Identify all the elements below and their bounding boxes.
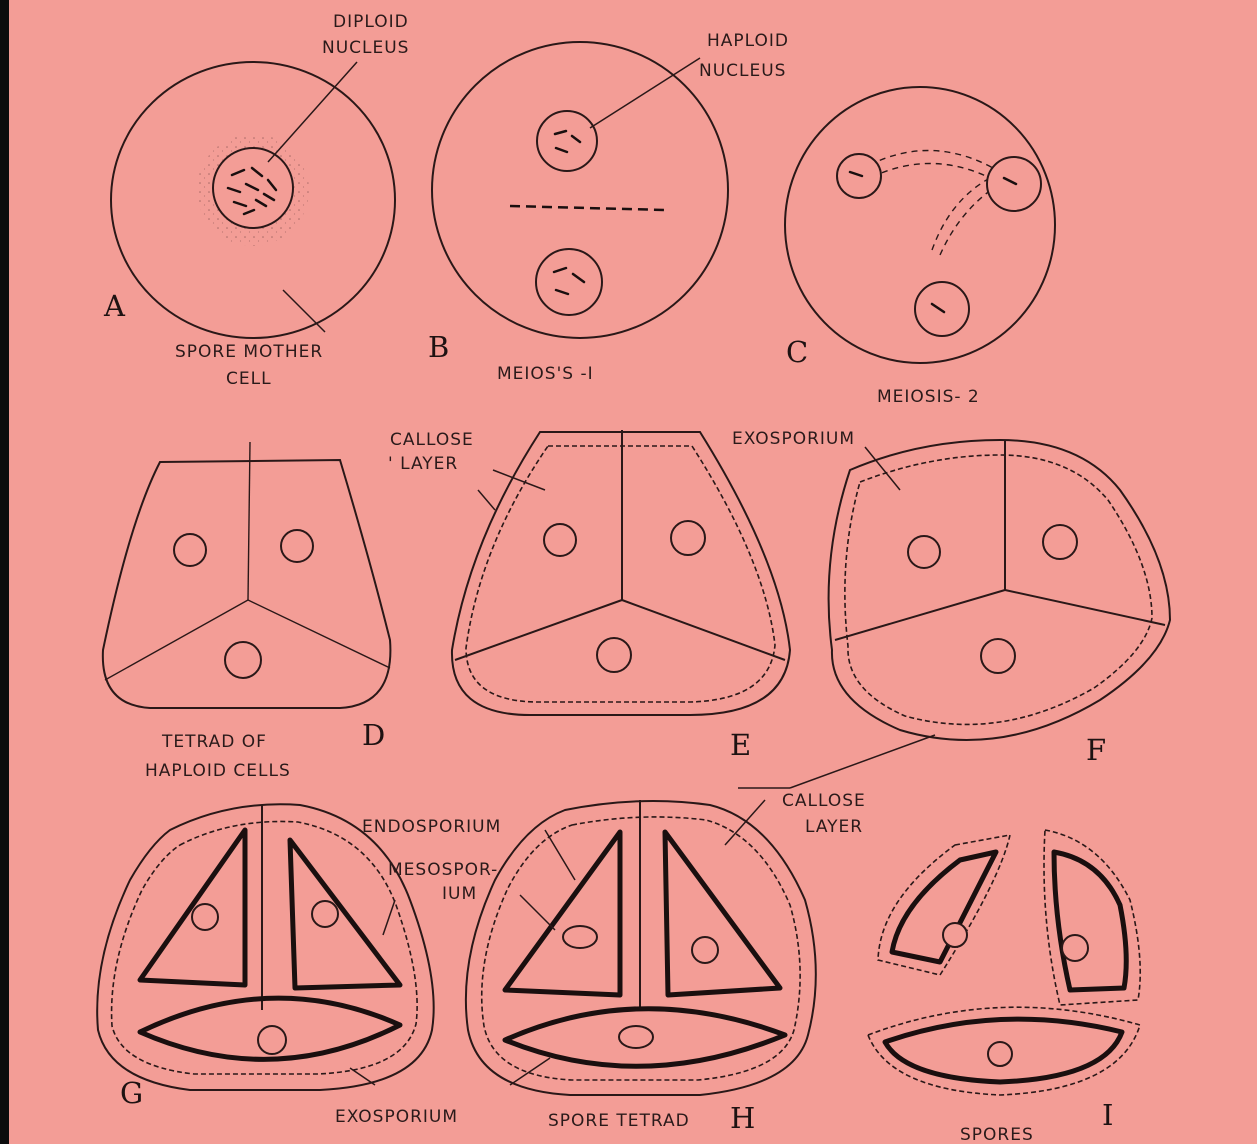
label-diploid: DIPLOID bbox=[333, 12, 409, 32]
cell-b-meiosis-1 bbox=[432, 42, 728, 338]
haploid-nucleus-upper bbox=[537, 111, 597, 171]
panel-letter-f: F bbox=[1086, 733, 1106, 767]
panel-letter-i: I bbox=[1102, 1098, 1113, 1132]
label-exosporium-g: EXOSPORIUM bbox=[335, 1107, 458, 1127]
panel-letter-g: G bbox=[120, 1076, 143, 1110]
label-callose: CALLOSE bbox=[390, 430, 474, 450]
panel-letter-b: B bbox=[428, 330, 449, 364]
cell-c-meiosis-2 bbox=[785, 87, 1055, 363]
label-endosporium: ENDOSPORIUM bbox=[362, 817, 501, 837]
label-mesosporium: MESOSPOR- bbox=[388, 860, 498, 880]
label-spores: SPORES bbox=[960, 1125, 1034, 1144]
label-haploid-nucleus: NUCLEUS bbox=[699, 61, 786, 81]
label-haploid: HAPLOID bbox=[707, 31, 789, 51]
label-mesosporium-2: IUM bbox=[442, 884, 477, 904]
label-meiosis-2: MEIOSIS- 2 bbox=[877, 387, 980, 407]
label-tetrad-of: TETRAD OF bbox=[161, 732, 267, 752]
panel-letter-h: H bbox=[730, 1101, 755, 1135]
label-haploid-cells: HAPLOID CELLS bbox=[145, 761, 291, 781]
tetrad-g bbox=[97, 804, 434, 1090]
tetrad-h bbox=[466, 800, 816, 1095]
panel-letter-a: A bbox=[103, 289, 126, 323]
panel-letter-e: E bbox=[730, 728, 751, 762]
tetrad-e bbox=[452, 430, 790, 715]
label-callose-2: CALLOSE bbox=[782, 791, 866, 811]
haploid-nucleus-lower bbox=[536, 249, 602, 315]
tetrad-f bbox=[829, 440, 1170, 740]
spores-i bbox=[868, 830, 1140, 1095]
label-diploid-nucleus: NUCLEUS bbox=[322, 38, 409, 58]
label-spore-tetrad: SPORE TETRAD bbox=[548, 1111, 690, 1131]
panel-letter-c: C bbox=[786, 335, 808, 369]
cell-a-spore-mother-cell bbox=[111, 62, 395, 338]
label-spore-mother: SPORE MOTHER bbox=[175, 342, 323, 362]
label-spore-mother-cell: CELL bbox=[226, 369, 272, 389]
label-meiosis-1: MEIOS'S -I bbox=[497, 364, 594, 384]
tetrad-d bbox=[103, 442, 391, 708]
label-exosporium-f: EXOSPORIUM bbox=[732, 429, 855, 449]
label-callose-layer: ' LAYER bbox=[388, 454, 458, 474]
panel-letter-d: D bbox=[362, 718, 385, 752]
label-callose-layer-2: LAYER bbox=[805, 817, 863, 837]
